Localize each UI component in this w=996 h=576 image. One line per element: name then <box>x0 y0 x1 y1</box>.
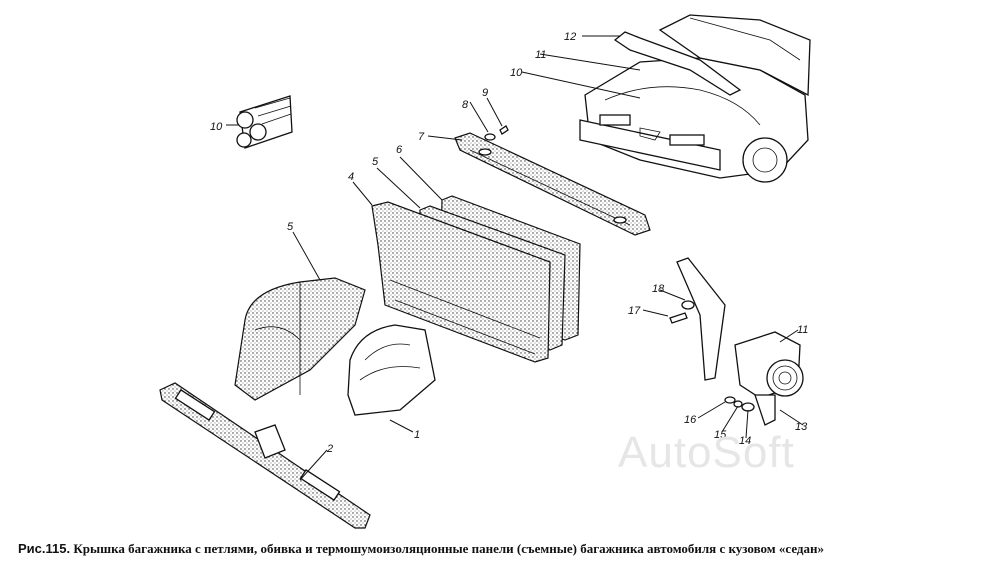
callout-15: 15 <box>714 429 727 441</box>
callout-12: 12 <box>564 31 576 43</box>
callout-1: 1 <box>414 429 420 441</box>
callout-6: 6 <box>396 144 403 156</box>
fasteners-8-9 <box>484 125 509 141</box>
callout-8: 8 <box>462 99 469 111</box>
watermark-logo: AutoSoft <box>618 428 795 477</box>
callout-13: 13 <box>795 421 808 433</box>
callout-11-hinge: 11 <box>797 324 808 336</box>
floor-trim-2 <box>159 382 371 529</box>
callout-10-seal: 10 <box>210 121 223 133</box>
exploded-parts-diagram: 12 11 10 9 8 7 10 6 5 4 5 1 2 18 17 11 1… <box>159 14 811 529</box>
callout-10-car: 10 <box>510 67 523 79</box>
sedan-car-illustration <box>579 14 811 183</box>
wheel-arch-cover-5 <box>234 277 366 401</box>
wheel-arch-cover-1 <box>347 324 436 416</box>
seal-profile <box>236 95 293 149</box>
callout-numbers: 12 11 10 9 8 7 10 6 5 4 5 1 2 18 17 11 1… <box>210 31 808 455</box>
callout-5-arch: 5 <box>287 221 294 233</box>
callout-18: 18 <box>652 283 665 295</box>
callout-16: 16 <box>684 414 697 426</box>
rear-upper-trim-7 <box>454 132 651 236</box>
trunk-lid-hinge <box>669 257 804 426</box>
callout-9: 9 <box>482 87 488 99</box>
figure-number: Рис.115. <box>18 541 71 556</box>
callout-14: 14 <box>739 435 751 447</box>
sound-insulation-panels <box>371 195 581 363</box>
callout-17: 17 <box>628 305 641 317</box>
figure-caption: Рис.115. Крышка багажника с петлями, оби… <box>18 541 988 557</box>
callout-2: 2 <box>326 443 333 455</box>
callout-leader-lines <box>226 35 804 481</box>
caption-text: Крышка багажника с петлями, обивка и тер… <box>73 541 824 556</box>
callout-11-car: 11 <box>535 49 546 61</box>
callout-5-panel: 5 <box>372 156 379 168</box>
callout-7: 7 <box>418 131 425 143</box>
callout-4: 4 <box>348 171 354 183</box>
